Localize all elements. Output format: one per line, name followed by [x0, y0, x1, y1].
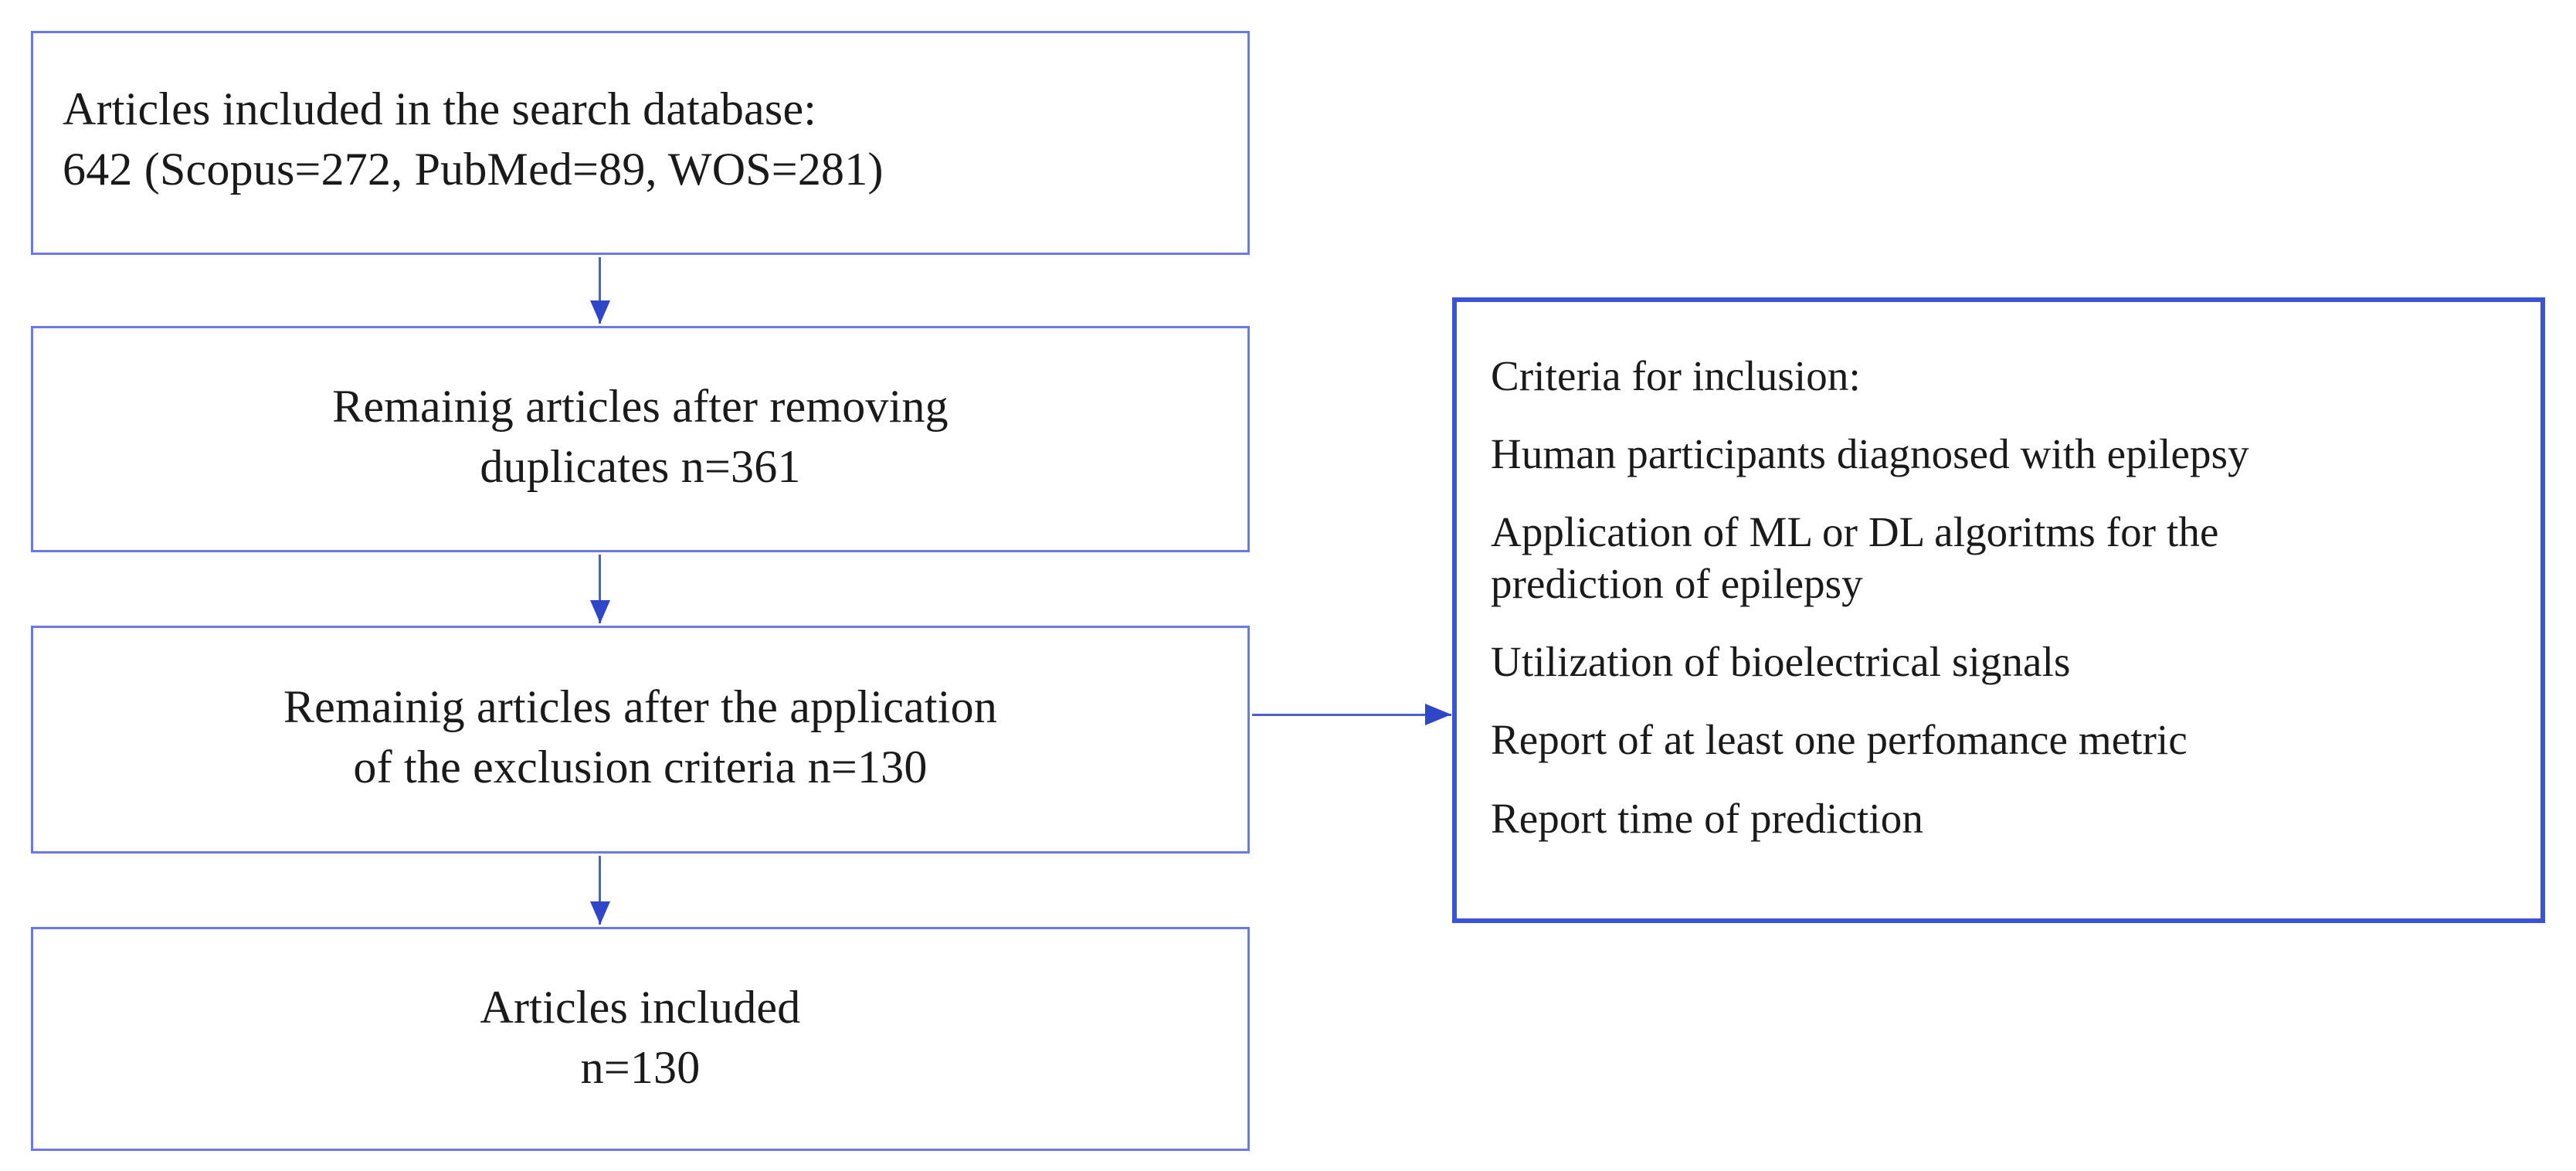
flow-box-line: n=130: [580, 1042, 701, 1093]
criteria-heading: Criteria for inclusion:: [1491, 352, 1861, 399]
arrow-shaft: [1252, 714, 1451, 716]
arrow-shaft: [599, 856, 601, 925]
flow-box-articles-included: Articles included n=130: [31, 927, 1250, 1151]
flow-box-text: Articles included in the search database…: [63, 79, 1218, 199]
arrow-head-icon: [590, 901, 610, 925]
criteria-item: Report of at least one perfomance metric: [1491, 716, 2187, 764]
criteria-item: Application of ML or DL algoritms for th…: [1491, 508, 2219, 608]
criteria-item: Utilization of bioelectrical signals: [1491, 638, 2071, 686]
flow-box-line: of the exclusion criteria n=130: [353, 741, 928, 793]
arrow-shaft: [599, 555, 601, 623]
flow-box-line: Remainig articles after the application: [283, 681, 998, 732]
flow-box-line: 642 (Scopus=272, PubMed=89, WOS=281): [63, 144, 884, 195]
flow-box-text: Remainig articles after the application …: [63, 677, 1218, 797]
flow-box-line: Articles included: [480, 982, 801, 1033]
flow-box-line: Remainig articles after removing: [332, 380, 949, 432]
criteria-item: Report time of prediction: [1491, 794, 1923, 842]
arrow-head-icon: [1425, 704, 1451, 725]
flow-box-after-exclusion: Remainig articles after the application …: [31, 626, 1250, 854]
criteria-list: Criteria for inclusion: Human participan…: [1491, 350, 2525, 844]
flow-box-search-database: Articles included in the search database…: [31, 31, 1250, 255]
flow-box-text: Remainig articles after removing duplica…: [63, 376, 1218, 497]
arrow-head-icon: [590, 300, 610, 324]
arrow-shaft: [599, 257, 601, 324]
flow-box-line: duplicates n=361: [480, 440, 801, 492]
flow-box-after-duplicates: Remainig articles after removing duplica…: [31, 326, 1250, 552]
criteria-item: Human participants diagnosed with epilep…: [1491, 430, 2249, 478]
flow-box-line: Articles included in the search database…: [63, 83, 817, 134]
flow-box-text: Articles included n=130: [63, 977, 1218, 1098]
arrow-head-icon: [590, 600, 610, 623]
criteria-panel: Criteria for inclusion: Human participan…: [1452, 297, 2545, 923]
